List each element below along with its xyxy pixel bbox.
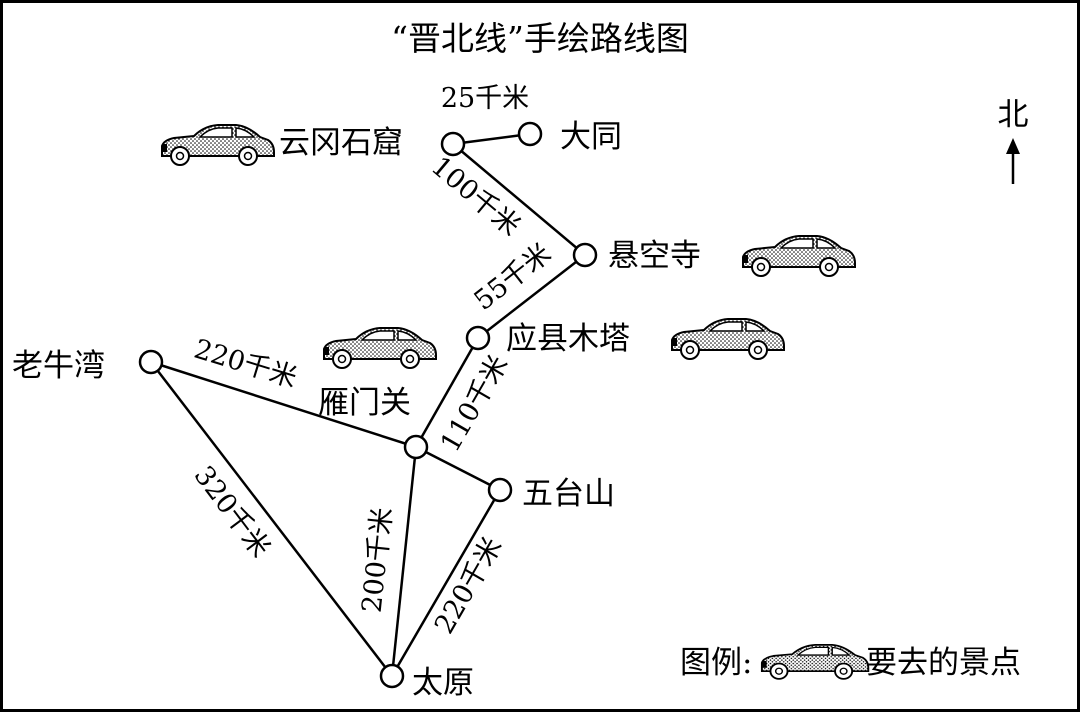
distance-label: 110千米: [435, 350, 515, 457]
stop-taiyuan: [379, 663, 405, 689]
place-label-yanmen: 雁门关: [318, 385, 411, 421]
car-icon: [671, 318, 785, 360]
stop-yingxian: [465, 325, 491, 351]
distance-label: 220千米: [190, 334, 300, 395]
map-canvas: “晋北线”手绘路线图 北 25千米 100千米 55千米 110千米 220千米…: [12, 19, 1029, 701]
stop-xuankong: [572, 242, 598, 268]
place-label-yungang: 云冈石窟: [279, 125, 403, 161]
north-arrow-icon: [1006, 138, 1020, 154]
route-xuankong-yingxian: [477, 254, 586, 339]
map-title: “晋北线”手绘路线图: [391, 19, 689, 58]
route-laoniuwan-taiyuan: [150, 361, 393, 677]
car-icon: [760, 643, 870, 680]
distance-labels: 25千米 100千米 55千米 110千米 220千米 320千米 200千米 …: [188, 83, 557, 639]
car-icon: [323, 327, 437, 369]
place-label-taiyuan: 太原: [412, 665, 474, 701]
distance-label: 200千米: [357, 506, 399, 614]
place-label-wutai: 五台山: [522, 476, 615, 512]
route-wutai-taiyuan: [390, 489, 502, 677]
place-labels: 大同 云冈石窟 悬空寺 应县木塔 雁门关 老牛湾 五台山 太原: [12, 119, 701, 701]
legend-prefix: 图例:: [680, 645, 752, 681]
legend-meaning: 要去的景点: [866, 645, 1021, 681]
stop-wutai: [487, 477, 513, 503]
distance-label: 55千米: [468, 238, 557, 317]
distance-label: 25千米: [441, 83, 529, 114]
place-label-yingxian: 应县木塔: [506, 321, 630, 357]
stop-laoniuwan: [138, 349, 164, 375]
stop-datong: [517, 121, 543, 147]
place-label-xuankong: 悬空寺: [608, 238, 701, 274]
route-yungang-xuankong: [452, 143, 586, 256]
place-label-datong: 大同: [560, 119, 622, 155]
route-lines: [150, 132, 586, 677]
north-arrow: 北: [998, 97, 1029, 184]
distance-label: 220千米: [429, 532, 509, 639]
route-yingxian-yanmen: [414, 337, 480, 448]
car-icon: [161, 124, 275, 166]
stop-markers: [138, 121, 598, 689]
north-label: 北: [998, 97, 1029, 133]
car-icon: [742, 235, 856, 277]
stop-yanmen: [403, 434, 429, 460]
route-yanmen-wutai: [415, 445, 501, 492]
route-yungang-datong: [452, 132, 531, 146]
route-laoniuwan-yanmen: [150, 360, 417, 449]
route-yanmen-taiyuan: [390, 446, 418, 677]
legend: 图例: 要去的景点: [680, 643, 1021, 681]
stop-yungang: [440, 131, 466, 157]
distance-label: 320千米: [188, 460, 276, 563]
place-label-laoniuwan: 老牛湾: [12, 348, 105, 384]
